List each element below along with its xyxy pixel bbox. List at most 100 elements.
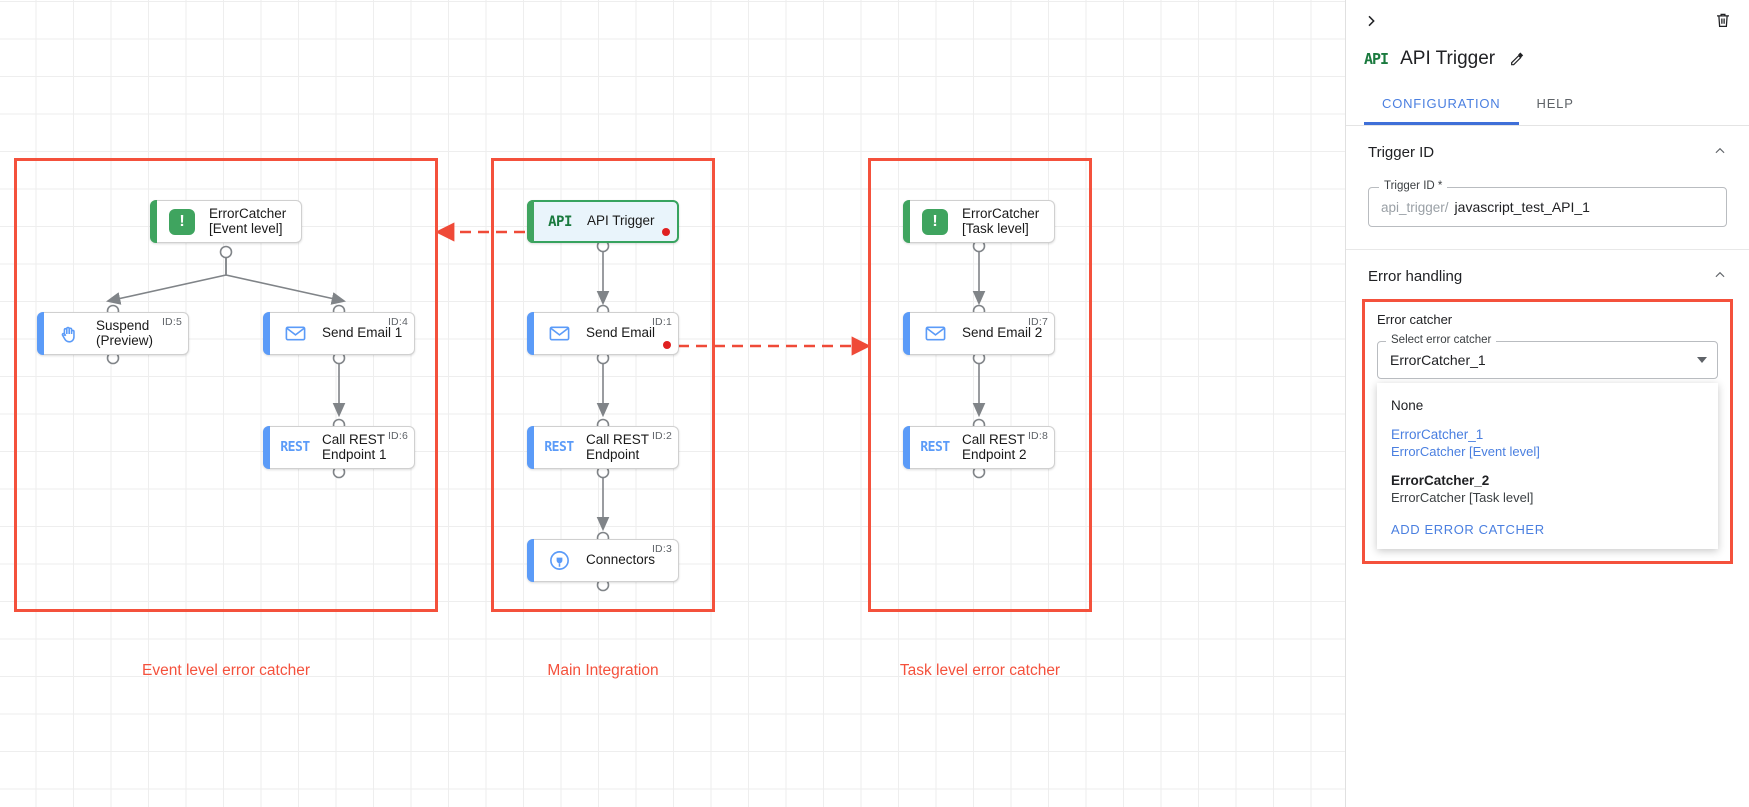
envelope-icon	[544, 319, 574, 349]
menu-item-sublabel: ErrorCatcher [Task level]	[1391, 490, 1534, 505]
node-send-email-1[interactable]: Send Email 1 ID:4	[263, 312, 415, 355]
error-catcher-title: Error catcher	[1377, 312, 1453, 327]
node-id-label: ID:2	[651, 430, 672, 442]
section-title: Error handling	[1368, 268, 1463, 285]
error-catcher-box: Error catcher Select error catcher Error…	[1362, 299, 1733, 564]
menu-item-label: ErrorCatcher_1	[1391, 427, 1484, 442]
rest-icon: REST	[280, 440, 310, 455]
node-label: ErrorCatcher [Task level]	[962, 206, 1040, 236]
menu-item-errorcatcher-1[interactable]: ErrorCatcher_1 ErrorCatcher [Event level…	[1377, 420, 1718, 466]
api-icon: API	[1364, 50, 1389, 68]
node-send-email[interactable]: Send Email ID:1	[527, 312, 679, 355]
node-call-rest-endpoint[interactable]: REST Call REST Endpoint ID:2	[527, 426, 679, 469]
rest-icon: REST	[544, 440, 574, 455]
node-id-label: ID:4	[387, 316, 408, 328]
menu-item-errorcatcher-2[interactable]: ErrorCatcher_2 ErrorCatcher [Task level]	[1377, 466, 1718, 512]
rest-icon: REST	[920, 440, 950, 455]
node-error-indicator-dot	[663, 341, 671, 349]
section-divider	[1346, 249, 1749, 250]
chevron-down-icon[interactable]	[1697, 357, 1707, 363]
chevron-right-icon[interactable]	[1358, 8, 1384, 34]
exclamation-badge-icon: !	[167, 207, 197, 237]
select-error-catcher[interactable]: Select error catcher ErrorCatcher_1	[1377, 334, 1718, 379]
trigger-id-prefix: api_trigger/	[1381, 199, 1449, 215]
node-accent-bar	[527, 539, 534, 582]
add-error-catcher-button[interactable]: ADD ERROR CATCHER	[1391, 522, 1545, 537]
node-api-trigger[interactable]: API API Trigger	[527, 200, 679, 243]
tab-configuration[interactable]: CONFIGURATION	[1364, 90, 1519, 125]
chevron-up-icon[interactable]	[1713, 144, 1727, 161]
node-id-label: ID:1	[651, 316, 672, 328]
menu-item-label: None	[1391, 398, 1424, 413]
node-label: ErrorCatcher [Event level]	[209, 206, 287, 236]
select-error-catcher-label: Select error catcher	[1386, 334, 1497, 346]
node-label: Suspend (Preview)	[96, 318, 154, 348]
node-id-label: ID:5	[161, 316, 182, 328]
node-label: Call REST Endpoint	[586, 432, 650, 462]
workflow-canvas[interactable]: Event level error catcher Main Integrati…	[0, 0, 1345, 807]
node-label: Call REST Endpoint 2	[962, 432, 1027, 462]
node-call-rest-endpoint-2[interactable]: REST Call REST Endpoint 2 ID:8	[903, 426, 1055, 469]
panel-title-row: API API Trigger	[1346, 42, 1749, 76]
node-error-indicator-dot	[662, 228, 670, 236]
section-header-error-handling[interactable]: Error handling	[1346, 250, 1749, 299]
group-label-task-level: Task level error catcher	[899, 662, 1061, 679]
node-label: Connectors	[586, 552, 656, 568]
node-accent-bar	[903, 312, 910, 355]
api-icon: API	[548, 213, 572, 230]
section-title: Trigger ID	[1368, 144, 1435, 161]
node-accent-bar	[903, 200, 910, 243]
trigger-id-input[interactable]: Trigger ID * api_trigger/ javascript_tes…	[1368, 180, 1727, 227]
menu-item-sublabel: ErrorCatcher [Event level]	[1391, 444, 1540, 459]
exclamation-badge-icon: !	[920, 207, 950, 237]
panel-topbar	[1346, 0, 1749, 42]
node-accent-bar	[527, 426, 534, 469]
trash-icon[interactable]	[1711, 8, 1735, 32]
chevron-up-icon[interactable]	[1713, 268, 1727, 285]
node-accent-bar	[37, 312, 44, 355]
error-catcher-dropdown-menu: None ErrorCatcher_1 ErrorCatcher [Event …	[1377, 383, 1718, 549]
group-label-event-level: Event level error catcher	[142, 662, 310, 679]
node-label: Send Email 1	[322, 325, 403, 341]
node-call-rest-endpoint-1[interactable]: REST Call REST Endpoint 1 ID:6	[263, 426, 415, 469]
node-label: Send Email	[586, 325, 656, 341]
trigger-id-value: javascript_test_API_1	[1454, 199, 1590, 215]
group-box-main-integration[interactable]	[491, 158, 715, 612]
node-accent-bar	[263, 426, 270, 469]
node-suspend[interactable]: Suspend (Preview) ID:5	[37, 312, 189, 355]
node-accent-bar	[527, 200, 534, 243]
node-accent-bar	[263, 312, 270, 355]
section-header-trigger-id[interactable]: Trigger ID	[1346, 126, 1749, 175]
node-accent-bar	[150, 200, 157, 243]
panel-tabs: CONFIGURATION HELP	[1346, 90, 1749, 126]
node-connectors[interactable]: Connectors ID:3	[527, 539, 679, 582]
node-send-email-2[interactable]: Send Email 2 ID:7	[903, 312, 1055, 355]
node-accent-bar	[527, 312, 534, 355]
node-id-label: ID:3	[651, 543, 672, 555]
properties-panel: API API Trigger CONFIGURATION HELP Trigg…	[1345, 0, 1749, 807]
connector-icon	[544, 546, 574, 576]
menu-item-label: ErrorCatcher_2	[1391, 473, 1490, 488]
page-title: API Trigger	[1400, 48, 1496, 69]
trigger-id-field-wrap: Trigger ID * api_trigger/ javascript_tes…	[1346, 175, 1749, 249]
node-error-catcher-task-level[interactable]: ! ErrorCatcher [Task level]	[903, 200, 1055, 243]
envelope-icon	[280, 319, 310, 349]
hand-icon	[54, 319, 84, 349]
select-error-catcher-value: ErrorCatcher_1	[1390, 352, 1486, 368]
node-label: Send Email 2	[962, 325, 1043, 341]
node-label: Call REST Endpoint 1	[322, 432, 387, 462]
group-box-task-level[interactable]	[868, 158, 1092, 612]
node-label: API Trigger	[587, 213, 655, 229]
node-id-label: ID:7	[1027, 316, 1048, 328]
group-label-main-integration: Main Integration	[547, 662, 659, 679]
node-id-label: ID:6	[387, 430, 408, 442]
node-id-label: ID:8	[1027, 430, 1048, 442]
pencil-icon[interactable]	[1507, 49, 1527, 69]
tab-help[interactable]: HELP	[1536, 96, 1574, 111]
group-box-event-level[interactable]	[14, 158, 438, 612]
trigger-id-label: Trigger ID *	[1379, 180, 1448, 192]
envelope-icon	[920, 319, 950, 349]
menu-item-none[interactable]: None	[1377, 391, 1718, 420]
node-error-catcher-event-level[interactable]: ! ErrorCatcher [Event level]	[150, 200, 302, 243]
node-accent-bar	[903, 426, 910, 469]
